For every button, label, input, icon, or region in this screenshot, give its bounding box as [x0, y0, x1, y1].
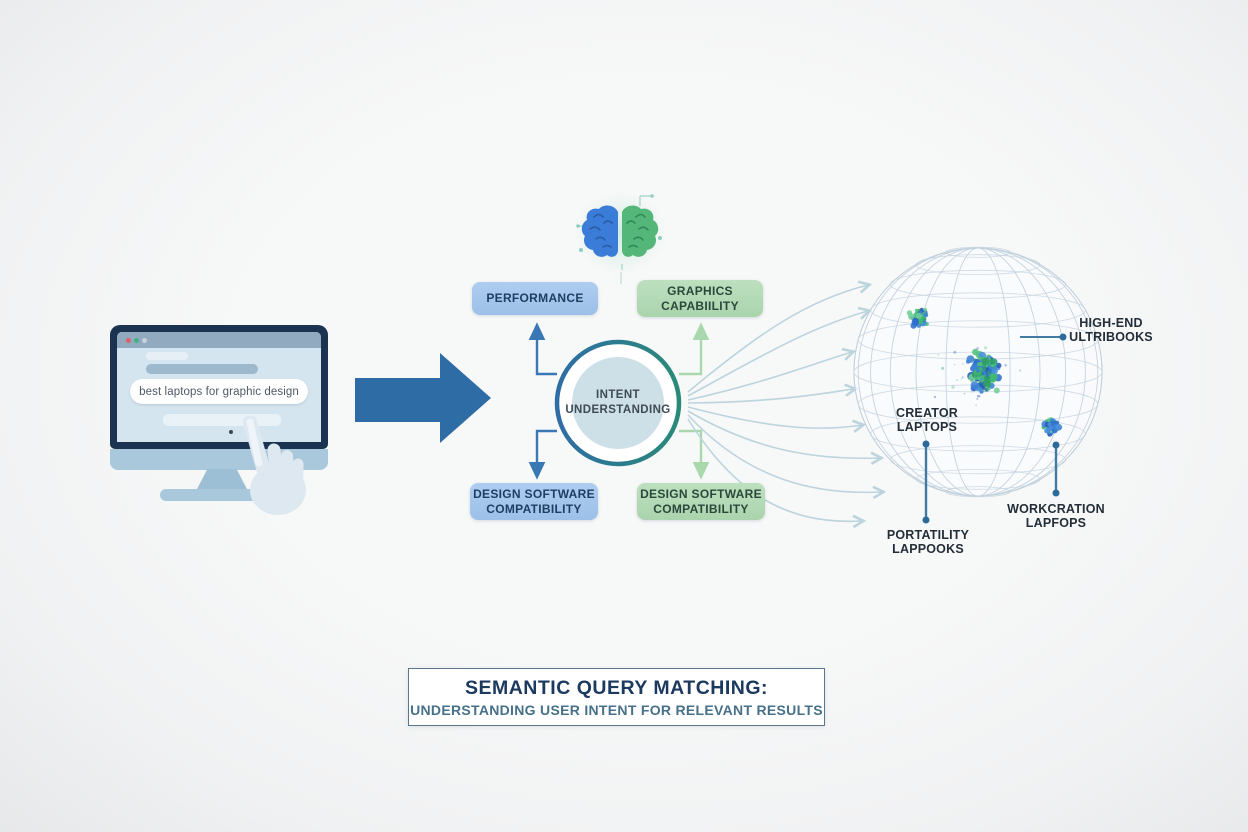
caption-subtitle: UNDERSTANDING USER INTENT FOR RELEVANT R…: [410, 701, 823, 718]
big-right-arrow-body: [355, 378, 440, 422]
brain-glow: [556, 176, 684, 290]
window-minimize-dot: [134, 338, 139, 343]
caption-box: SEMANTIC QUERY MATCHING: UNDERSTANDING U…: [408, 668, 825, 726]
brain-icon: [576, 194, 662, 270]
intent-circle: [554, 339, 682, 467]
monitor-screen: best laptops for graphic design: [117, 332, 321, 442]
box-performance: PERFORMANCE: [472, 282, 598, 315]
skeleton-bar: [146, 352, 188, 360]
skeleton-bar: [146, 364, 258, 374]
search-input[interactable]: best laptops for graphic design: [130, 379, 308, 404]
fanout-arrows: [687, 285, 882, 521]
intent-connectors: [528, 322, 710, 480]
intent-circle-label: INTENT UNDERSTANDING: [565, 389, 671, 416]
hand-cursor-icon: [243, 416, 306, 515]
big-right-arrow-head: [440, 353, 491, 443]
cluster-callouts: [922, 333, 1067, 524]
browser-bar: [117, 332, 321, 348]
window-close-dot: [126, 338, 131, 343]
cursor-target-dot: [229, 430, 233, 434]
embedding-clusters: [906, 307, 1063, 437]
monitor-stand-neck: [196, 469, 248, 491]
caption-title: SEMANTIC QUERY MATCHING:: [464, 676, 769, 699]
window-maximize-dot: [142, 338, 147, 343]
